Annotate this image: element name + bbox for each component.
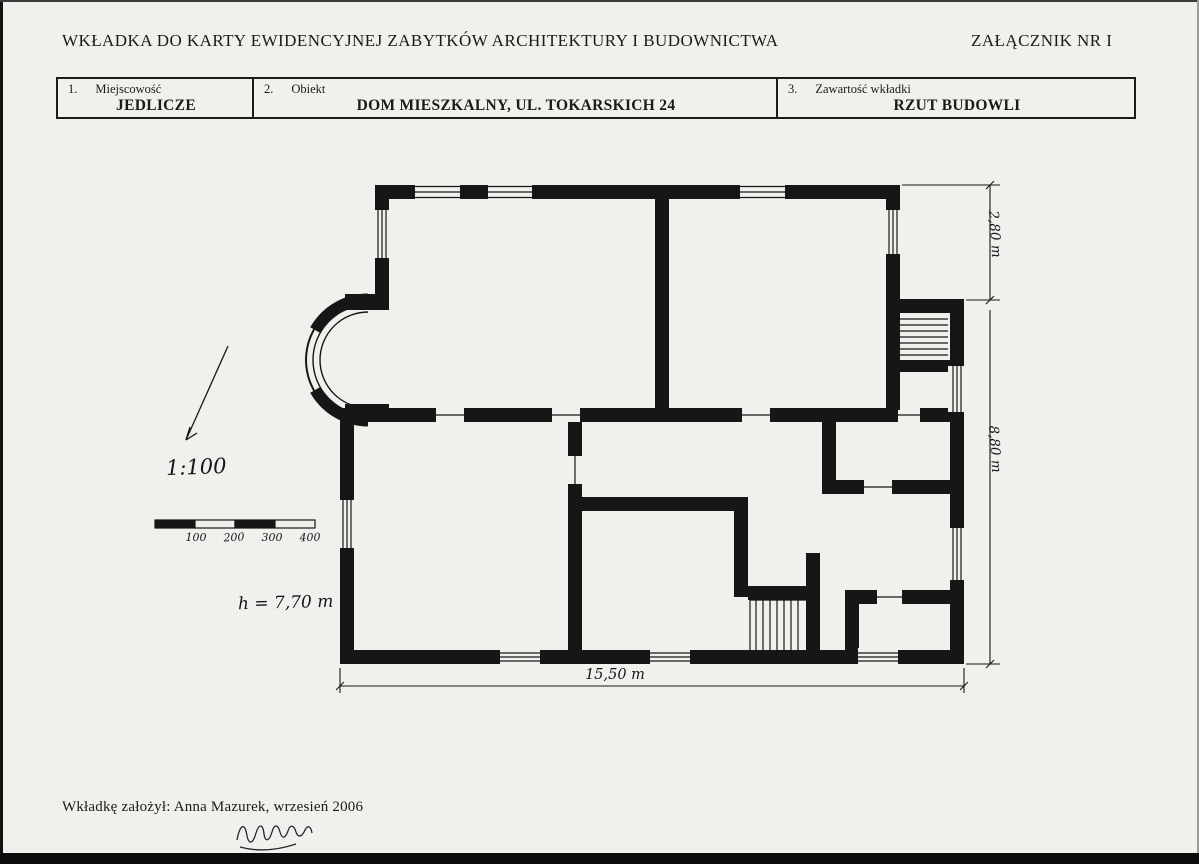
page-title: WKŁADKA DO KARTY EWIDENCYJNEJ ZABYTKÓW A… xyxy=(62,31,779,50)
cell-value: RZUT BUDOWLI xyxy=(893,97,1021,114)
scale-tick-label: 300 xyxy=(261,531,283,544)
dimension-label-top-right: 2,80 m xyxy=(985,210,1005,259)
north-arrow-icon xyxy=(185,345,229,441)
cell-number: 1. xyxy=(68,82,78,96)
scale-label: 1:100 xyxy=(165,453,227,481)
scan-edge-right xyxy=(1197,0,1199,864)
scan-edge-bottom xyxy=(0,853,1199,864)
stairs-bottom-right xyxy=(749,599,806,652)
scale-tick-label: 400 xyxy=(299,530,321,545)
cell-value: DOM MIESZKALNY, UL. TOKARSKICH 24 xyxy=(356,97,676,114)
signature-icon xyxy=(236,825,313,851)
cell-number: 3. xyxy=(788,82,798,96)
annex-label: ZAŁĄCZNIK NR I xyxy=(971,31,1113,50)
window-symbols xyxy=(338,183,966,666)
cell-field-name: Obiekt xyxy=(291,82,326,96)
cell-zawartosc: 3. Zawartość wkładki RZUT BUDOWLI xyxy=(776,79,1134,117)
height-note: h = 7,70 m xyxy=(237,591,334,615)
scale-bar xyxy=(154,519,316,529)
cell-value: JEDLICZE xyxy=(116,97,196,114)
scale-tick-label: 100 xyxy=(185,531,207,544)
scale-tick-label: 200 xyxy=(223,530,245,545)
apse-bay xyxy=(305,293,369,427)
cell-field-label: 2. Obiekt xyxy=(264,82,768,97)
cell-field-label: 1. Miejscowość xyxy=(68,82,244,97)
cell-field-name: Miejscowość xyxy=(95,82,162,96)
cell-number: 2. xyxy=(264,82,274,96)
author-line: Wkładkę założył: Anna Mazurek, wrzesień … xyxy=(62,799,364,815)
door-openings xyxy=(436,414,920,598)
plan-walls xyxy=(340,185,964,664)
cell-obiekt: 2. Obiekt DOM MIESZKALNY, UL. TOKARSKICH… xyxy=(252,79,776,117)
header-table: 1. Miejscowość JEDLICZE 2. Obiekt DOM MI… xyxy=(56,77,1136,119)
cell-field-name: Zawartość wkładki xyxy=(815,82,911,96)
scan-edge-top xyxy=(0,0,1199,2)
stairs-top-right xyxy=(892,313,948,360)
cell-miejscowosc: 1. Miejscowość JEDLICZE xyxy=(58,79,252,117)
dimension-lines xyxy=(335,180,1000,693)
scan-edge-left xyxy=(0,0,3,864)
dimension-label-bottom: 15,50 m xyxy=(585,667,645,683)
dimension-label-right: 8,80 m xyxy=(985,425,1005,474)
cell-field-label: 3. Zawartość wkładki xyxy=(788,82,1126,97)
